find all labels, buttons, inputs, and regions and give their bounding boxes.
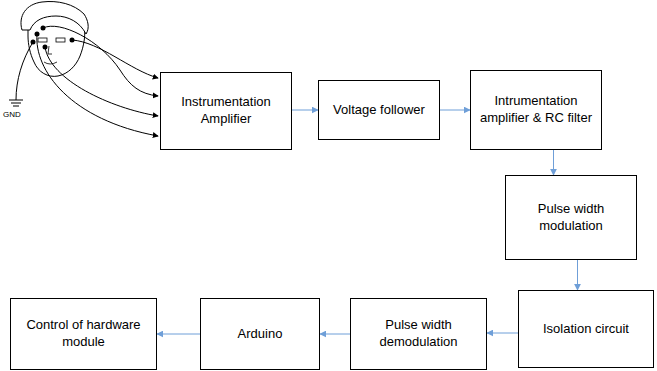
box-label: Pulse width demodulation: [357, 317, 480, 351]
arrow-connector: [487, 333, 518, 334]
electrode-wire: [37, 34, 158, 136]
arrow-connector: [440, 110, 470, 111]
electrode-wire: [43, 26, 158, 96]
mouth: [44, 62, 57, 64]
arrow-connector: [157, 334, 200, 335]
eye: [56, 38, 65, 42]
box-label: Isolation circuit: [543, 321, 629, 338]
box-label: Control of hardware module: [17, 317, 150, 351]
electrode-wire: [72, 40, 158, 78]
process-box: Control of hardware module: [10, 298, 157, 370]
box-label: Intrumentation amplifier & RC filter: [477, 93, 595, 127]
arrow-connector: [577, 260, 578, 290]
ground-symbol: [9, 100, 23, 106]
process-box: Instrumentation Amplifier: [160, 72, 292, 150]
process-box: Voltage follower: [318, 80, 440, 140]
process-box: Isolation circuit: [518, 290, 654, 368]
process-box: Pulse width modulation: [505, 175, 637, 260]
nose: [48, 46, 52, 54]
hair-outline: [21, 2, 88, 35]
arrow-connector: [320, 334, 350, 335]
box-label: Arduino: [238, 326, 283, 343]
eye: [38, 38, 47, 42]
process-box: Pulse width demodulation: [350, 298, 487, 370]
arrow-connector: [292, 110, 318, 111]
box-label: Pulse width modulation: [512, 201, 630, 235]
box-label: Instrumentation Amplifier: [167, 94, 285, 128]
box-label: Voltage follower: [333, 102, 425, 119]
ground-wire: [16, 42, 33, 100]
process-box: Arduino: [200, 298, 320, 370]
electrode-wire: [45, 47, 158, 116]
signal-label: GND: [2, 110, 22, 119]
process-box: Intrumentation amplifier & RC filter: [470, 70, 602, 150]
arrow-connector: [553, 150, 554, 175]
